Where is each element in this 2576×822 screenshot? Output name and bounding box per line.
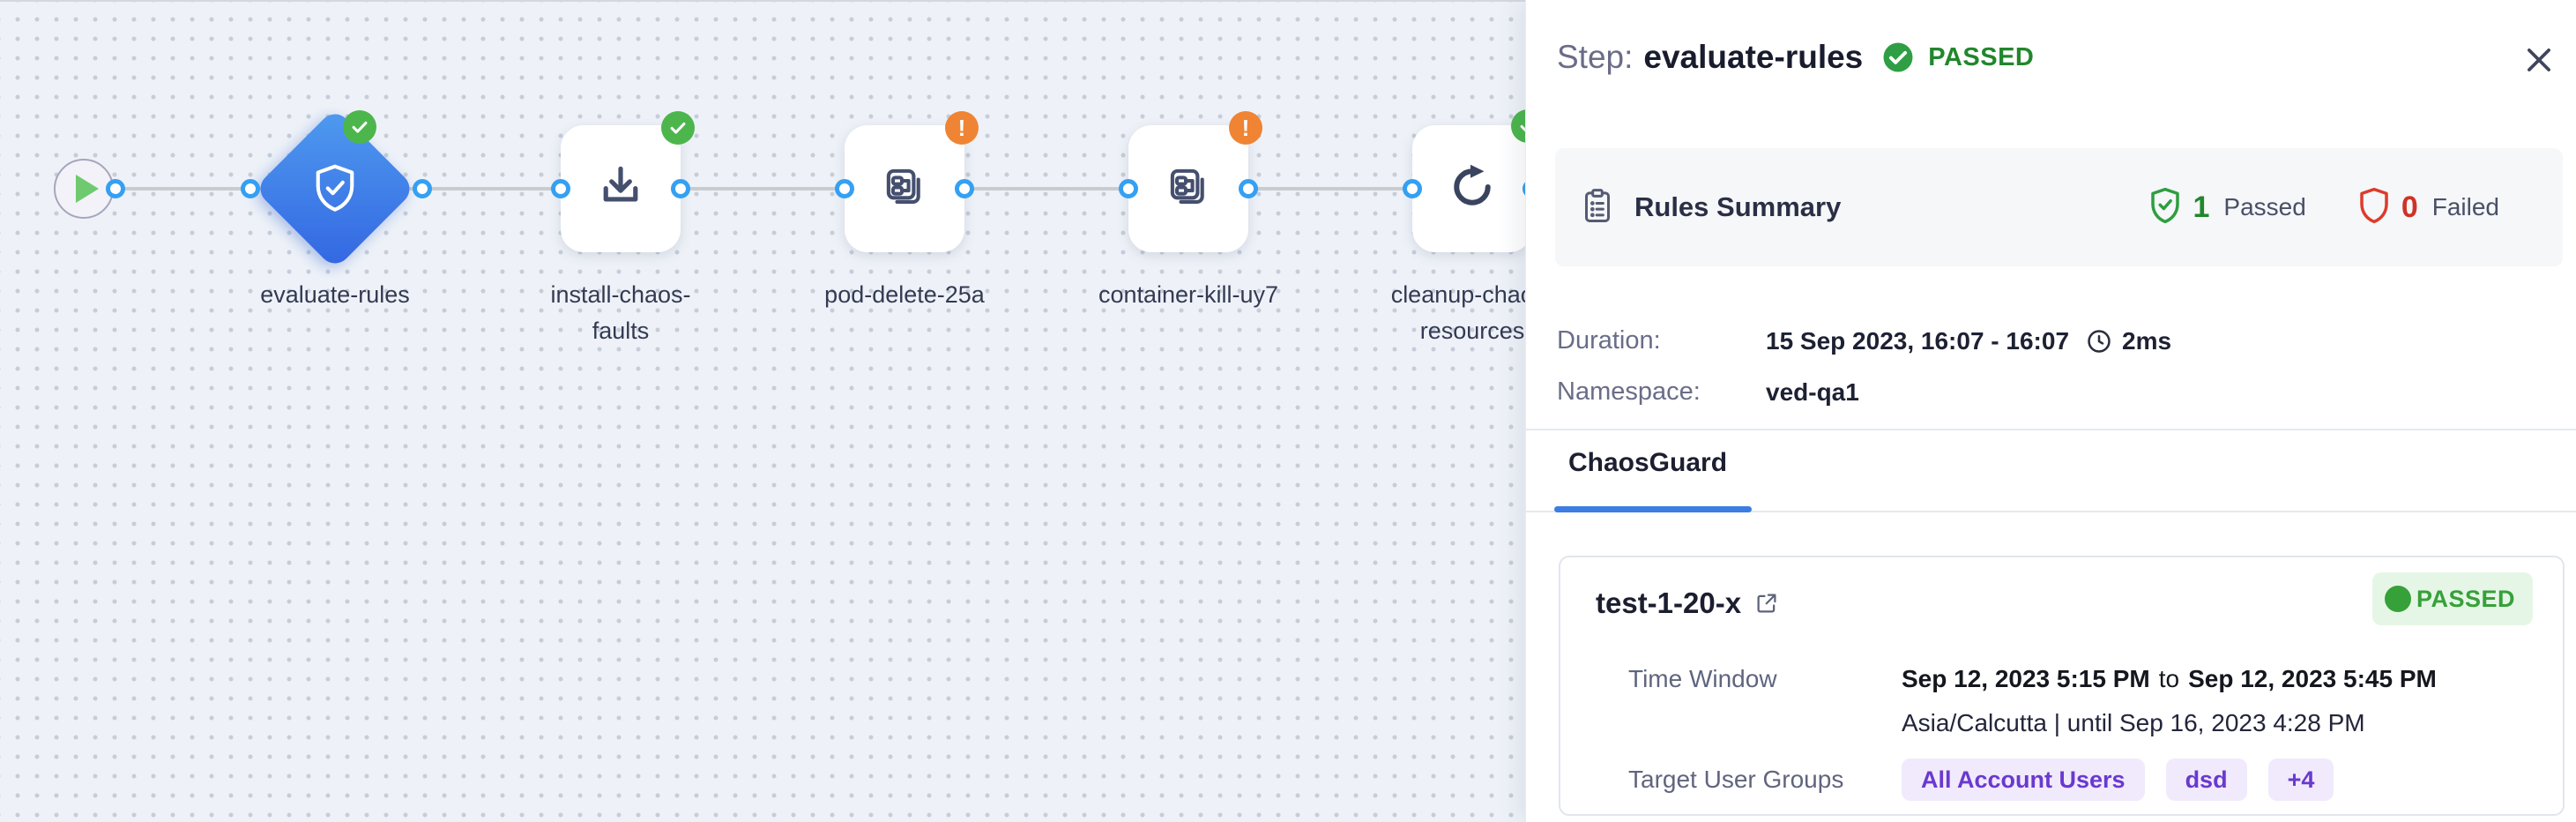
- step-details-panel: Step: evaluate-rules PASSED: [1525, 0, 2576, 822]
- rules-failed-label: Failed: [2431, 193, 2499, 220]
- rules-failed-count: 0: [2401, 190, 2418, 224]
- node-cleanup-chaos-resources[interactable]: [1412, 125, 1532, 252]
- namespace-value: ved-qa1: [1766, 377, 1859, 406]
- step-status-text: PASSED: [1928, 42, 2035, 71]
- time-window-label: Time Window: [1628, 665, 1777, 692]
- user-group-pill: All Account Users: [1902, 758, 2145, 801]
- download-icon: [593, 160, 648, 219]
- step-prefix-label: Step:: [1557, 39, 1634, 75]
- shield-passed-icon: [2147, 185, 2184, 230]
- namespace-row: Namespace: ved-qa1: [1557, 377, 1859, 407]
- divider: [1526, 429, 2576, 430]
- port-pod-delete-out[interactable]: [955, 179, 974, 198]
- active-tab-indicator: [1554, 506, 1752, 512]
- status-success-badge: [661, 111, 695, 145]
- user-group-pill: dsd: [2165, 758, 2247, 801]
- namespace-label: Namespace:: [1557, 377, 1701, 406]
- port-install-in[interactable]: [551, 179, 570, 198]
- duration-row: Duration: 15 Sep 2023, 16:07 - 16:07 2ms: [1557, 326, 2171, 355]
- status-warning-badge: !: [1229, 111, 1262, 145]
- port-pod-delete-in[interactable]: [835, 179, 854, 198]
- target-user-groups-row: Target User Groups All Account Users dsd…: [1628, 758, 2355, 801]
- port-container-kill-out[interactable]: [1239, 179, 1258, 198]
- play-icon: [76, 175, 99, 203]
- node-label: pod-delete-25a: [824, 281, 985, 308]
- chaosguard-condition-card: test-1-20-x PASSED Time Window Sep 12, 2…: [1559, 556, 2565, 816]
- node-install-chaos-faults[interactable]: [561, 125, 681, 252]
- condition-status-badge: PASSED: [2371, 572, 2533, 625]
- node-label: install-chaos- faults: [550, 281, 691, 344]
- time-window-from: Sep 12, 2023 5:15 PM: [1902, 665, 2150, 692]
- port-evaluate-rules-out[interactable]: [413, 179, 432, 198]
- duration-label: Duration:: [1557, 326, 1661, 355]
- node-label: evaluate-rules: [260, 281, 410, 308]
- port-start-out[interactable]: [106, 179, 125, 198]
- chaos-fault-icon: [879, 161, 930, 217]
- refresh-icon: [1446, 161, 1499, 218]
- shield-check-icon: [306, 160, 364, 218]
- node-evaluate-rules[interactable]: [254, 108, 416, 270]
- rules-summary-card: Rules Summary 1 Passed 0 F: [1555, 148, 2563, 266]
- time-window-row: Time Window Sep 12, 2023 5:15 PM to Sep …: [1628, 665, 2437, 693]
- port-container-kill-in[interactable]: [1119, 179, 1138, 198]
- port-cleanup-in[interactable]: [1403, 179, 1422, 198]
- node-pod-delete-25a[interactable]: [845, 125, 964, 252]
- duration-value: 15 Sep 2023, 16:07 - 16:07: [1766, 326, 2070, 355]
- step-name: evaluate-rules: [1643, 39, 1864, 75]
- timezone-until-text: Asia/Calcutta | until Sep 16, 2023 4:28 …: [1902, 709, 2365, 736]
- divider: [1526, 511, 2576, 512]
- node-label: container-kill-uy7: [1098, 281, 1279, 308]
- close-panel-button[interactable]: [2521, 42, 2557, 78]
- condition-title: test-1-20-x: [1596, 587, 1742, 619]
- node-container-kill-uy7[interactable]: [1128, 125, 1248, 252]
- rules-passed-label: Passed: [2223, 193, 2306, 220]
- condition-status-text: PASSED: [2416, 585, 2515, 612]
- target-user-groups-label: Target User Groups: [1628, 766, 1844, 793]
- clock-icon: [2085, 327, 2113, 355]
- user-group-more-pill[interactable]: +4: [2267, 758, 2334, 801]
- status-warning-badge: !: [945, 111, 979, 145]
- chaos-fault-icon: [1163, 161, 1214, 217]
- pipeline-start-node[interactable]: [54, 159, 114, 219]
- port-install-out[interactable]: [671, 179, 690, 198]
- status-dot: [2384, 586, 2411, 612]
- rules-passed-count: 1: [2193, 190, 2210, 224]
- diamond-shape: [254, 108, 416, 270]
- status-success-badge: [343, 110, 376, 144]
- flow-connector: [115, 187, 1525, 191]
- port-evaluate-rules-in[interactable]: [241, 179, 260, 198]
- rules-summary-title: Rules Summary: [1634, 191, 1842, 222]
- clipboard-icon: [1580, 186, 1615, 229]
- external-link-icon[interactable]: [1753, 590, 1780, 616]
- duration-elapsed: 2ms: [2122, 326, 2172, 355]
- time-window-to: Sep 12, 2023 5:45 PM: [2188, 665, 2437, 692]
- time-window-join: to: [2158, 665, 2180, 692]
- passed-check-icon: [1882, 41, 1914, 73]
- timezone-row: Asia/Calcutta | until Sep 16, 2023 4:28 …: [1628, 709, 2365, 737]
- shield-failed-icon: [2356, 185, 2393, 230]
- tab-chaosguard[interactable]: ChaosGuard: [1568, 448, 1728, 477]
- panel-header: Step: evaluate-rules PASSED: [1557, 39, 2034, 76]
